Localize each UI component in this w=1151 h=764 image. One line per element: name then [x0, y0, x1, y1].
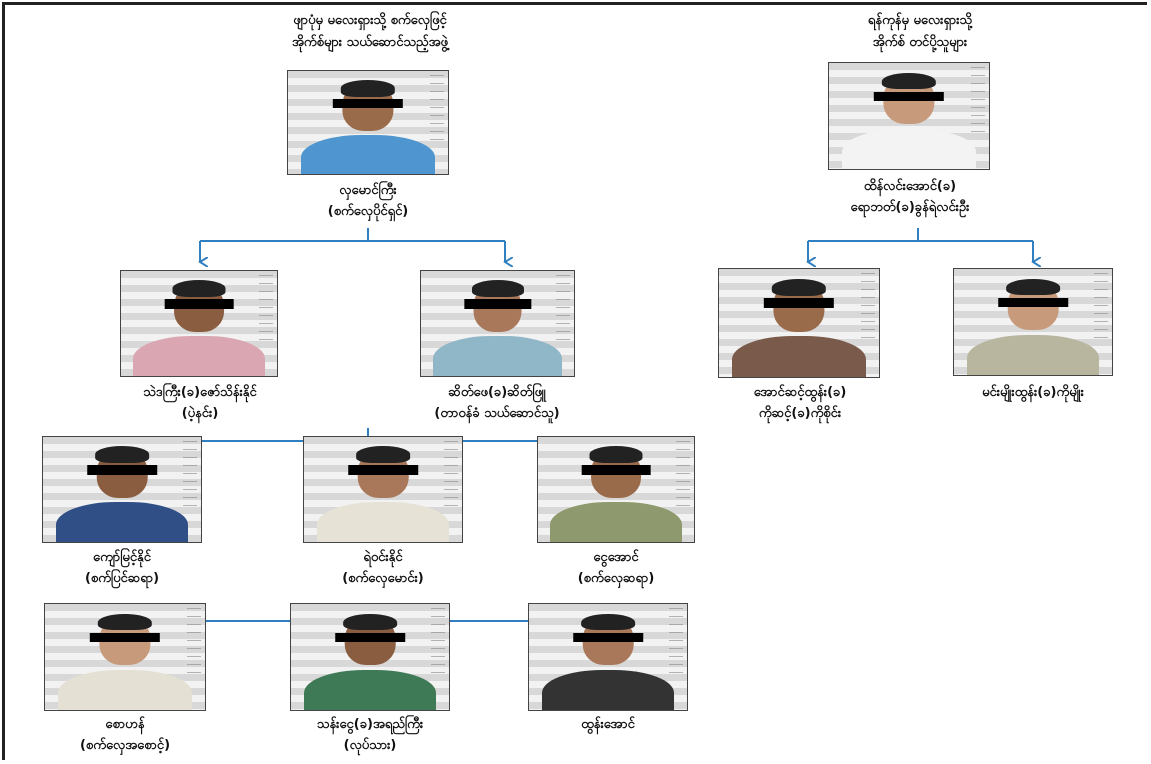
mugshot-photo-p2: [828, 62, 990, 170]
censor-bar: [332, 98, 404, 109]
person-label-line: (စက်လှေဆရာ): [577, 571, 655, 586]
person-label-line: (စက်လှေမောင်း): [342, 571, 424, 586]
person-label-line: ရောဘတ်(ခ)ခွန်ရဲလင်းဦး: [850, 200, 970, 215]
height-ruler: [183, 441, 197, 511]
person-hair: [340, 80, 396, 97]
person-label-p1: လှမောင်ကြီး (စက်လှေပိုင်ရှင်): [328, 180, 408, 222]
person-hair: [771, 278, 827, 296]
person-label-p6: မင်းမျိုးထွန်း(ခ)ကိုမျိုး: [982, 382, 1084, 403]
person-label-p3: သဲဒကြီး(ခ)ဇော်သိန်းနိုင် (ပဲ့နင်း): [143, 382, 256, 424]
mugshot-photo-p12: [528, 603, 688, 711]
person-label-line: (ပဲ့နင်း): [181, 406, 219, 421]
height-ruler: [971, 67, 985, 138]
person-label-line: သန်းငွေ(ခ)အရည်ကြီး: [316, 717, 424, 732]
censor-bar: [463, 299, 532, 309]
height-ruler: [669, 608, 683, 679]
person-label-line: ထိန်လင်းအောင်(ခ): [863, 179, 957, 194]
person-label-p12: ထွန်းအောင်: [581, 714, 635, 735]
censor-bar: [89, 632, 161, 643]
person-body: [133, 336, 265, 376]
person-label-line: အောင်ဆင့်ထွန်း(ခ): [753, 385, 847, 400]
person-hair: [589, 446, 643, 464]
height-ruler: [1094, 273, 1108, 344]
height-ruler: [259, 275, 273, 345]
person-body: [300, 134, 436, 174]
person-label-line: (လုပ်သား): [343, 738, 397, 753]
mugshot-photo-p4: [420, 270, 575, 377]
person-hair: [581, 613, 635, 631]
person-hair: [881, 72, 937, 90]
person-label-p11: သန်းငွေ(ခ)အရည်ကြီး (လုပ်သား): [317, 714, 423, 756]
mugshot-photo-p3: [120, 270, 278, 377]
person-label-line: (တာဝန်ခံ သယ်ဆောင်သူ): [434, 406, 560, 421]
censor-bar: [763, 298, 835, 308]
person-label-line: လှမောင်ကြီး: [339, 183, 397, 198]
person-label-p4: ဆိတ်ဖေ(ခ)ဆိတ်ဖြူ (တာဝန်ခံ သယ်ဆောင်သူ): [434, 382, 559, 424]
censor-bar: [164, 299, 234, 309]
height-ruler: [556, 275, 570, 345]
mugshot-photo-p7: [42, 436, 202, 543]
person-label-line: ကိုဆင့်(ခ)ကိုစိုင်း: [758, 406, 842, 421]
person-body: [550, 502, 682, 542]
person-label-p2: ထိန်လင်းအောင်(ခ) ရောဘတ်(ခ)ခွန်ရဲလင်းဦး: [851, 176, 970, 218]
height-ruler: [430, 75, 444, 144]
censor-bar: [348, 465, 418, 475]
censor-bar: [573, 632, 643, 643]
person-label-line: (စက်လှေပိုင်ရှင်): [327, 204, 409, 219]
person-label-p5: အောင်ဆင့်ထွန်း(ခ) ကိုဆင့်(ခ)ကိုစိုင်း: [754, 382, 847, 424]
censor-bar: [87, 465, 157, 475]
person-hair: [1006, 278, 1060, 296]
person-hair: [172, 280, 226, 298]
person-label-p8: ရဲဝင်းနိုင် (စက်လှေမောင်း): [342, 547, 424, 589]
mugshot-photo-p9: [537, 436, 695, 543]
height-ruler: [861, 273, 875, 345]
person-label-line: ကျော်မြင့်နိုင်: [93, 550, 151, 565]
censor-bar: [581, 465, 651, 475]
mugshot-photo-p10: [44, 603, 206, 711]
person-label-line: သဲဒကြီး(ခ)ဇော်သိန်းနိုင်: [143, 385, 257, 400]
person-body: [303, 669, 437, 710]
person-label-line: ငွေအောင်: [593, 550, 639, 565]
person-hair: [343, 613, 397, 631]
person-body: [55, 502, 189, 542]
person-label-line: (စက်ပြင်ဆရာ): [84, 571, 160, 586]
mugshot-photo-p6: [953, 268, 1113, 376]
person-body: [966, 334, 1100, 375]
person-hair: [471, 280, 524, 298]
right-group-title: ရန်ကုန်မှ မလေးရှားသို့ အိုက်စ် တင်ပို့သူ…: [867, 13, 973, 50]
left-group-title: ဖျာပုံမှ မလေးရှားသို့ စက်လှေဖြင့် အိုက်စ…: [292, 13, 448, 50]
person-body: [433, 336, 562, 376]
person-label-p7: ကျော်မြင့်နိုင် (စက်ပြင်ဆရာ): [85, 547, 159, 589]
person-body: [841, 128, 977, 169]
mugshot-photo-p8: [303, 436, 463, 543]
person-body: [731, 335, 867, 377]
height-ruler: [676, 441, 690, 511]
person-hair: [97, 613, 153, 631]
person-label-line: ထွန်းအောင်: [581, 717, 635, 732]
censor-bar: [335, 632, 405, 643]
person-label-line: ဆိတ်ဖေ(ခ)ဆိတ်ဖြူ: [448, 385, 546, 400]
person-label-line: စောဟန်: [105, 717, 145, 732]
person-body: [541, 669, 675, 710]
person-hair: [356, 446, 410, 464]
person-label-line: (စက်လှေအစောင့်): [79, 738, 171, 753]
person-label-p10: စောဟန် (စက်လှေအစောင့်): [80, 714, 170, 756]
height-ruler: [431, 608, 445, 679]
censor-bar: [998, 297, 1068, 308]
person-label-line: မင်းမျိုးထွန်း(ခ)ကိုမျိုး: [982, 385, 1084, 400]
height-ruler: [444, 441, 458, 511]
person-body: [57, 669, 193, 710]
censor-bar: [873, 91, 945, 102]
person-label-line: ရဲဝင်းနိုင်: [363, 550, 403, 565]
mugshot-photo-p5: [718, 268, 880, 378]
person-body: [316, 502, 450, 542]
person-label-p9: ငွေအောင် (စက်လှေဆရာ): [578, 547, 655, 589]
mugshot-photo-p1: [287, 70, 449, 175]
height-ruler: [187, 608, 201, 679]
mugshot-photo-p11: [290, 603, 450, 711]
person-hair: [95, 446, 149, 464]
